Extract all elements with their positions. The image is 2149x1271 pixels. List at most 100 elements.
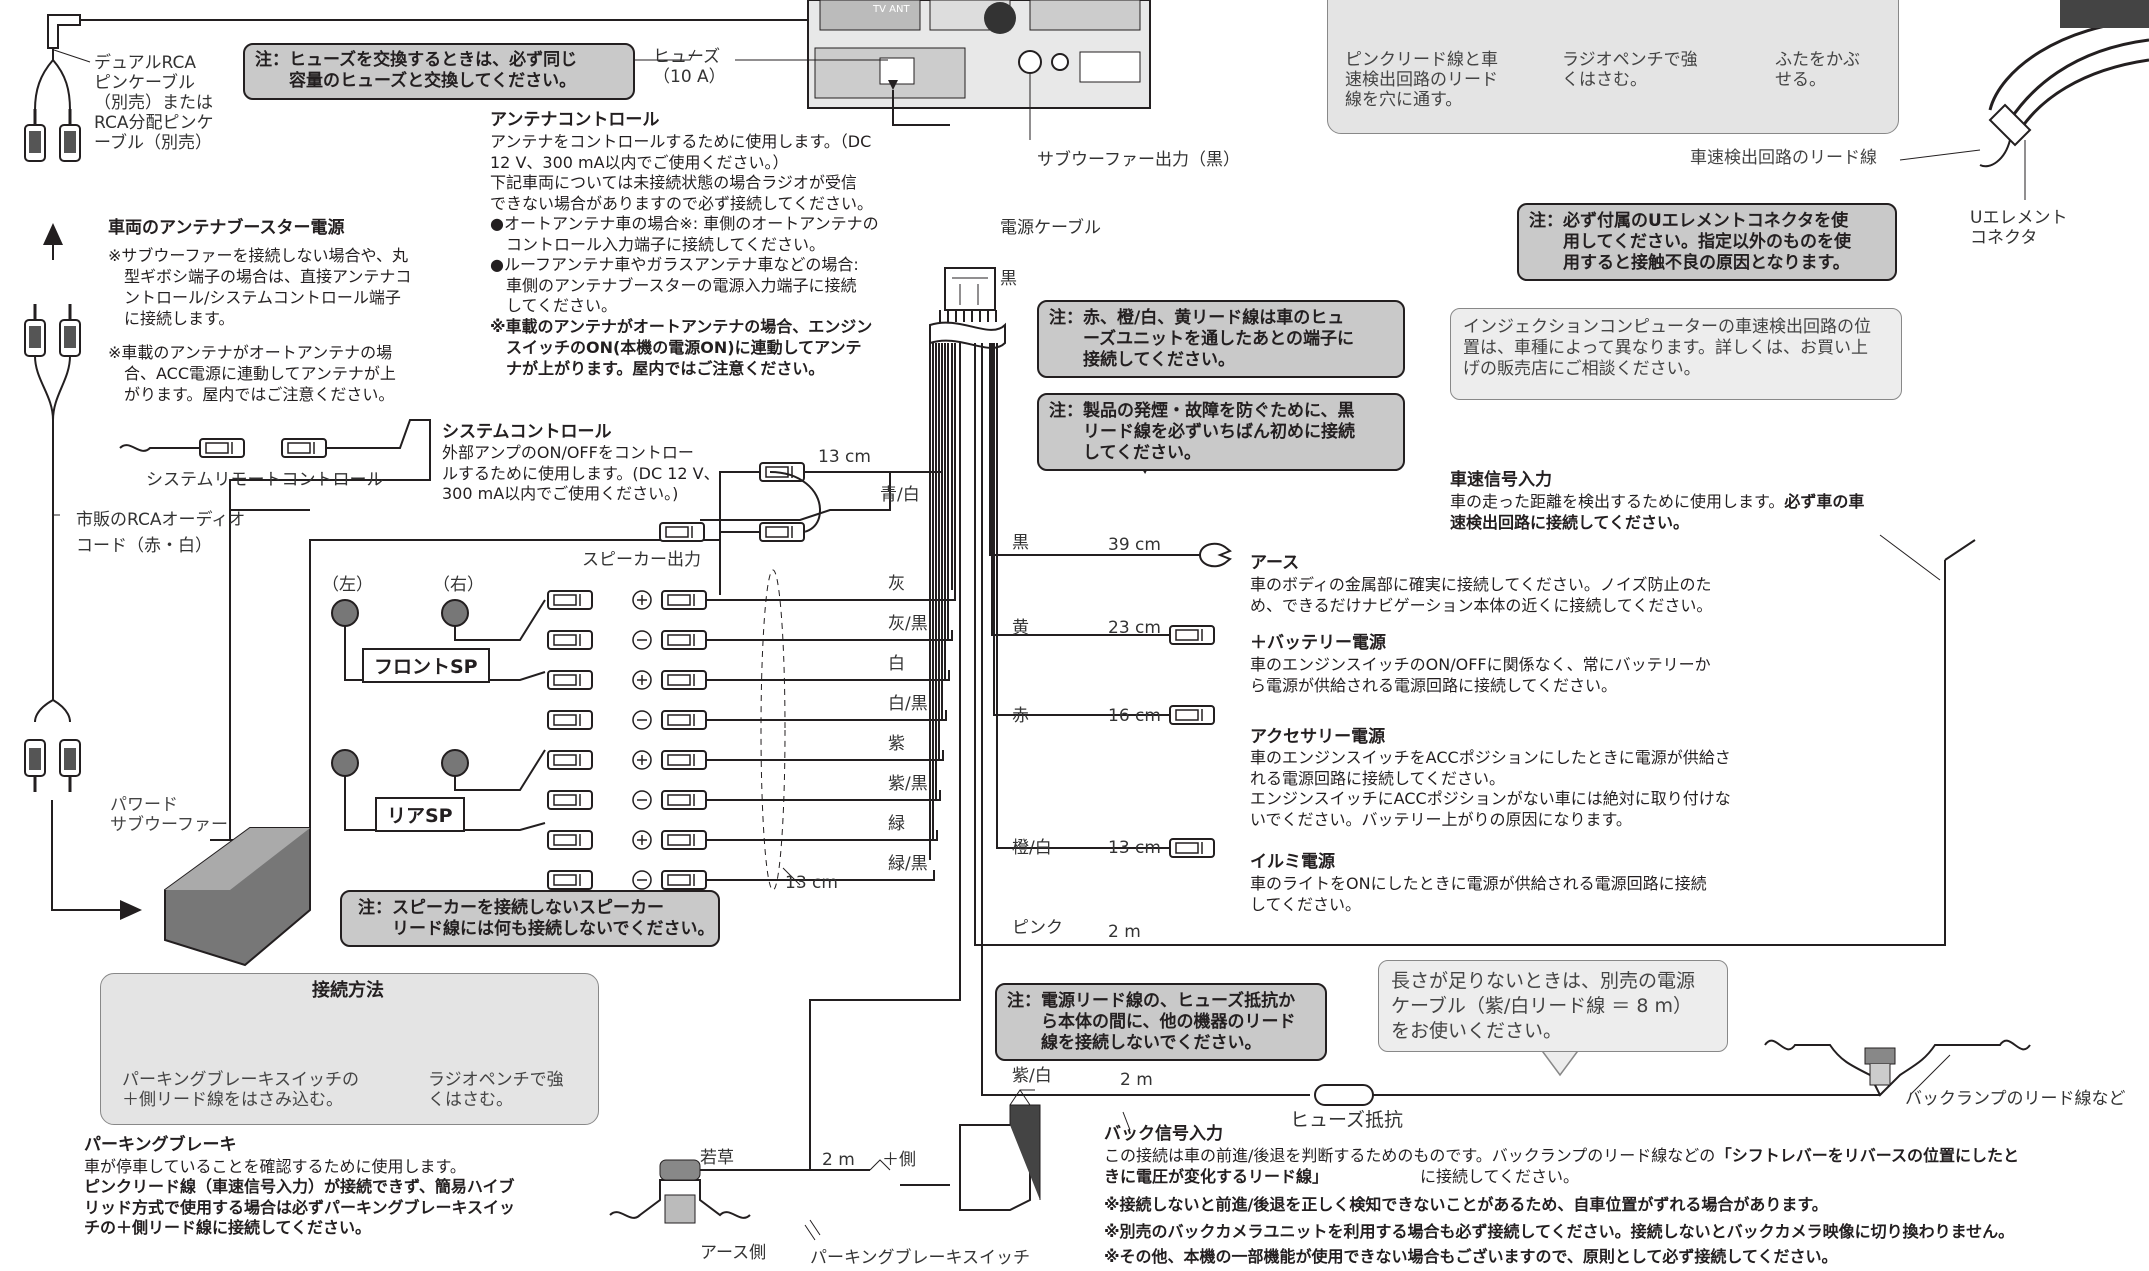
speaker-lead (706, 750, 944, 761)
speaker-wire-color: 紫 (888, 734, 905, 754)
speaker-plug-right (661, 870, 707, 890)
u-element-panel (1327, 0, 1899, 134)
wire-black-length: 39 cm (1108, 535, 1161, 555)
speaker-lead (706, 830, 938, 841)
u-step1: ピンクリード線と車 速検出回路のリード 線を穴に通す。 (1345, 50, 1498, 110)
speed-signal-text: 車の走った距離を検出するために使用します。必ず車の車 速検出回路に接続してくださ… (1450, 492, 1865, 532)
power-cable-black: 黒 (1000, 269, 1017, 289)
antenna-control-bold: ※車載のアンテナがオートアンテナの場合、エンジン スイッチのON(本機の電源ON… (490, 317, 873, 378)
speaker-plug-right (661, 830, 707, 850)
antenna-control-text: アンテナをコントロールするために使用します。（DC 12 V、300 mA以内で… (490, 132, 879, 315)
back-signal-text-c: に接続してください。 (1420, 1167, 1580, 1186)
powered-sub-label: パワード サブウーファー (110, 795, 228, 835)
power-lead-note: 注：電源リード線の、ヒューズ抵抗か ら本体の間に、他の機器のリード 線を接続しな… (995, 983, 1327, 1061)
back-signal-text: この接続は車の前進/後退を判断するためのものです。バックランプのリード線などの (1104, 1146, 1716, 1165)
system-control-text: 外部アンプのON/OFFをコントロー ルするために使用します。(DC 12 V、… (442, 443, 720, 503)
connection-title: 接続方法 (312, 980, 384, 1001)
speaker-plug-left (547, 790, 593, 810)
speaker-left: （左） (322, 575, 373, 595)
speed-signal-title: 車速信号入力 (1450, 470, 1552, 490)
rear-sp-label: リアSP (375, 797, 465, 832)
speaker-title: スピーカー出力 (582, 550, 701, 570)
speaker-plug-right (661, 630, 707, 650)
parking-wire-color: 若草 (700, 1148, 734, 1168)
parking-switch-label: パーキングブレーキスイッチ (810, 1248, 1030, 1268)
wire-red-title: アクセサリー電源 (1250, 727, 1386, 747)
wire-yellow-length: 23 cm (1108, 618, 1161, 638)
speaker-plug-left (547, 670, 593, 690)
speaker-wire-color: 緑/黒 (888, 854, 928, 874)
backlamp-label: バックランプのリード線など (1905, 1089, 2126, 1109)
back-signal-note-2: ※別売のバックカメラユニットを利用する場合も必ず接続してください。接続しないとバ… (1104, 1222, 2015, 1241)
speaker-plug-left (547, 830, 593, 850)
u-lead-label: 車速検出回路のリード線 (1690, 148, 1877, 168)
back-signal-note-1: ※接続しないと前進/後退を正しく検知できないことがあるため、自車位置がずれる場合… (1104, 1195, 1828, 1214)
u-element-label: Uエレメント コネクタ (1970, 208, 2068, 248)
speaker-wire-color: 白 (888, 654, 905, 674)
back-signal-note-3: ※その他、本機の一部機能が使用できない場合もございますので、原則として必ず接続し… (1104, 1247, 1838, 1266)
speaker-plug-left (547, 710, 593, 730)
wire-black-color: 黒 (1012, 533, 1029, 553)
speaker-length: 13 cm (785, 873, 838, 893)
wire-black-title: アース (1250, 553, 1300, 573)
tv-ant-label: TV ANT (873, 4, 910, 15)
parking-length: 2 m (822, 1150, 855, 1170)
parking-text: 車が停車していることを確認するために使用します。 (84, 1157, 466, 1176)
speaker-plug-right (661, 590, 707, 610)
ground-terminal (1185, 542, 1232, 568)
speaker-wire-color: 灰 (888, 574, 905, 594)
connection-step1: パーキングブレーキスイッチの ＋側リード線をはさみ込む。 (122, 1070, 359, 1110)
parking-bold: ピンクリード線（車速信号入力）が接続できず、簡易ハイブ リッド方式で使用する場合… (84, 1177, 516, 1237)
parking-title: パーキングブレーキ (84, 1135, 237, 1155)
speaker-lead (706, 870, 935, 881)
speaker-wire-color: 灰/黒 (888, 614, 928, 634)
speaker-plug-right (661, 670, 707, 690)
speaker-plug-left (547, 750, 593, 770)
u-step2: ラジオペンチで強 くはさむ。 (1562, 50, 1698, 90)
booster-text1: ※サブウーファーを接続しない場合や、丸 型ギボシ端子の場合は、直接アンテナコ ン… (108, 246, 412, 328)
speaker-section (331, 569, 956, 891)
purple-white-color: 紫/白 (1012, 1066, 1052, 1086)
subwoofer-out-label: サブウーファー出力（黒） (1037, 150, 1240, 170)
parking-earth-side: アース側 (700, 1243, 767, 1263)
blue-white-color: 青/白 (880, 485, 920, 505)
pink-color: ピンク (1012, 918, 1063, 938)
power-cable-label: 電源ケーブル (1000, 218, 1101, 238)
fuse-note: 注：ヒューズを交換するときは、必ず同じ 容量のヒューズと交換してください。 (243, 43, 635, 100)
antenna-control-title: アンテナコントロール (490, 110, 660, 130)
pink-length: 2 m (1108, 922, 1141, 942)
wire-yellow-title: ＋バッテリー電源 (1250, 633, 1386, 653)
blue-white-length: 13 cm (818, 447, 871, 467)
black-first-note: 注：製品の発煙・故障を防ぐために、黒 リード線を必ずいちばん初めに接続 してくだ… (1037, 393, 1405, 471)
speaker-plug-right (661, 790, 707, 810)
wire-red-text: 車のエンジンスイッチをACCポジションにしたときに電源が供給さ れる電源回路に接… (1250, 748, 1731, 829)
booster-title: 車両のアンテナブースター電源 (108, 218, 345, 238)
red-orange-note: 注：赤、橙/白、黄リード線は車のヒュ ーズユニットを通したあとの端子に 接続して… (1037, 300, 1405, 378)
u-step3: ふたをかぶ せる。 (1775, 50, 1860, 90)
speaker-lead (706, 710, 947, 721)
connection-step2: ラジオペンチで強 くはさむ。 (428, 1070, 564, 1110)
speaker-lead (706, 670, 950, 681)
wire-red-length: 16 cm (1108, 706, 1161, 726)
speaker-plug-right (661, 710, 707, 730)
speaker-right: （右） (433, 575, 484, 595)
wire-orange-color: 橙/白 (1012, 838, 1052, 858)
wire-orange-length: 13 cm (1108, 838, 1161, 858)
back-signal-bold: この接続は車の前進/後退を判断するためのものです。バックランプのリード線などの「… (1104, 1146, 2019, 1186)
extension-info: 長さが足りないときは、別売の電源 ケーブル（紫/白リード線 ＝ 8 m） をお使… (1378, 960, 1728, 1052)
fuse-label: ヒューズ （10 A） (653, 47, 726, 87)
rca-cable-label: デュアルRCA ピンケーブル （別売）または RCA分配ピンケ ーブル（別売） (94, 53, 214, 153)
speaker-lead (706, 590, 956, 601)
connection-method-panel (100, 973, 599, 1125)
speaker-wire-color: 紫/黒 (888, 774, 928, 794)
wire-red-color: 赤 (1012, 706, 1029, 726)
speaker-plug-left (547, 590, 593, 610)
u-connector-note: 注：必ず付属のUエレメントコネクタを使 用してください。指定以外のものを使 用す… (1517, 203, 1897, 281)
wire-orange-title: イルミ電源 (1250, 852, 1335, 872)
speaker-note: 注：スピーカーを接続しないスピーカー リード線には何も接続しないでください。 (340, 890, 720, 947)
wire-orange-text: 車のライトをONにしたときに電源が供給される電源回路に接続 してください。 (1250, 874, 1707, 914)
system-control-title: システムコントロール (442, 422, 612, 442)
speaker-plug-left (547, 630, 593, 650)
wire-yellow-text: 車のエンジンスイッチのON/OFFに関係なく、常にバッテリーか ら電源が供給され… (1250, 655, 1711, 695)
